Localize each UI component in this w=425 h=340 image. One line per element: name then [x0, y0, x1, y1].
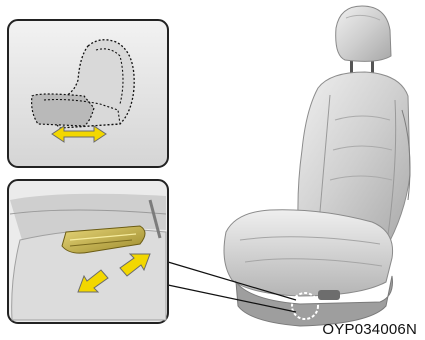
- car-seat: [224, 6, 410, 326]
- figure-code: OYP034006N: [322, 321, 417, 338]
- seat-cushion: [224, 210, 393, 296]
- headrest: [336, 6, 391, 61]
- inset-lever: [8, 180, 168, 323]
- inset-seat-slide: [8, 20, 168, 167]
